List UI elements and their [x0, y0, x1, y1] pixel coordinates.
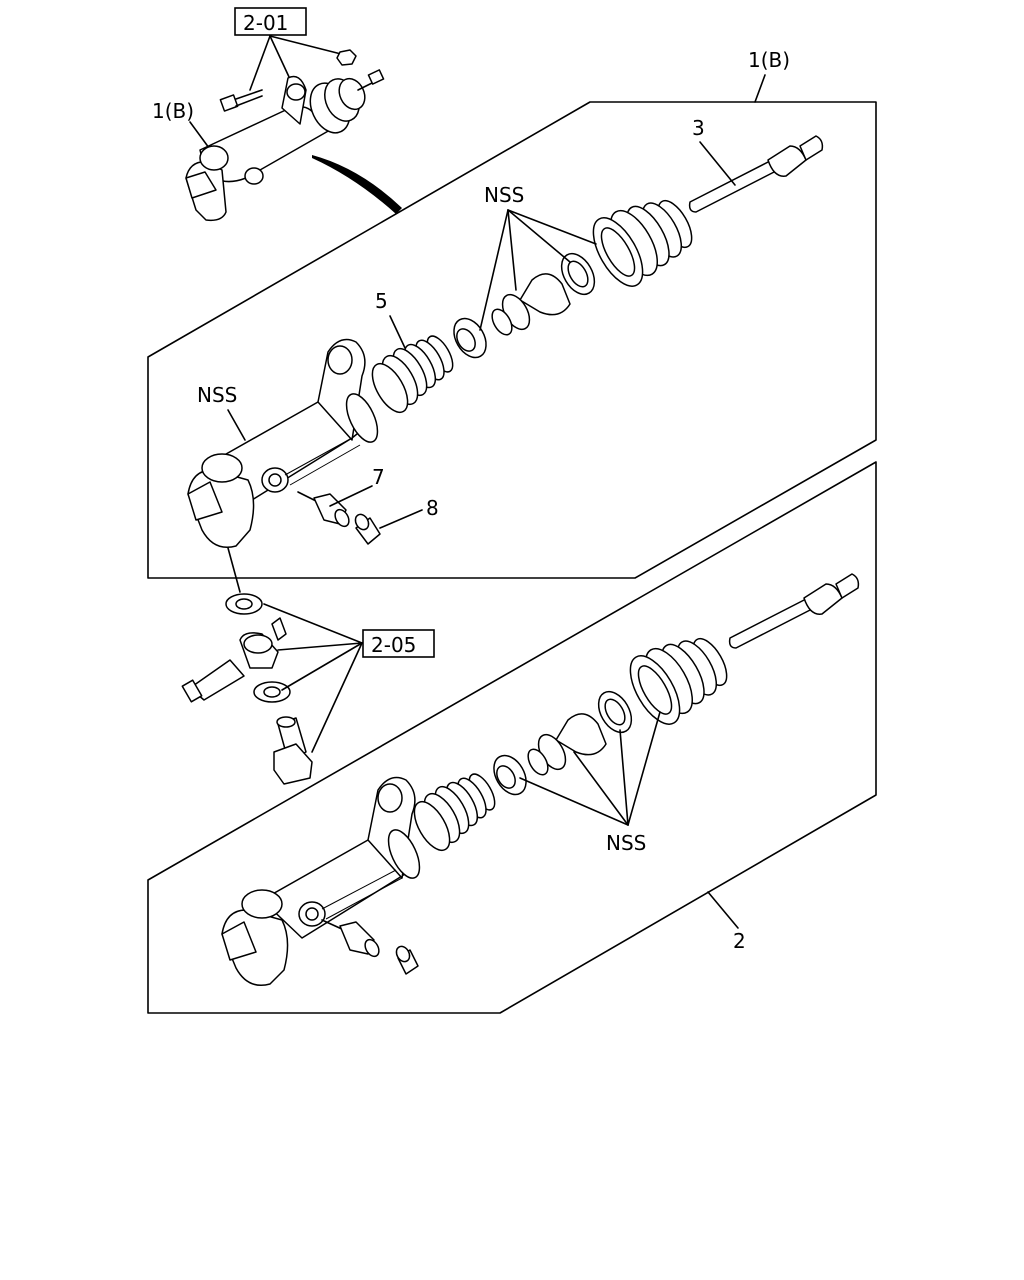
- cup-seal-lower-icon: [493, 754, 527, 796]
- bleeder-cap-icon: [354, 513, 381, 545]
- push-rod-lower-icon: [728, 573, 860, 649]
- label-part-5: 5: [375, 289, 388, 313]
- pointer-arrow: [312, 155, 402, 214]
- label-part-3: 3: [692, 116, 705, 140]
- label-nss-lower-kit: NSS: [606, 831, 646, 855]
- cup-seal-icon: [453, 317, 487, 359]
- seal-ring-icon: [560, 252, 596, 296]
- label-nss-upper-body: NSS: [197, 383, 237, 407]
- dust-boot-lower-icon: [629, 637, 728, 725]
- label-part-8: 8: [426, 496, 439, 520]
- label-1b-box: 1(B): [748, 48, 790, 72]
- slave-cylinder-small-icon: [185, 69, 385, 222]
- union-bolt-icon: [273, 716, 313, 785]
- ref-box-2-01[interactable]: [234, 7, 307, 36]
- spring-icon: [371, 335, 454, 414]
- washer-2-icon: [253, 681, 291, 703]
- bleeder-screw-lower-icon: [321, 919, 380, 958]
- dust-boot-icon: [592, 199, 693, 287]
- spring-lower-icon: [413, 773, 496, 852]
- ref-label-2-05[interactable]: 2-05: [371, 633, 416, 657]
- label-nss-upper-kit: NSS: [484, 183, 524, 207]
- fitting-parts: 2-05: [181, 547, 435, 785]
- label-part-7: 7: [372, 465, 385, 489]
- label-part-2: 2: [733, 929, 746, 953]
- panel-1b: 1(B) 3: [147, 48, 877, 579]
- bleeder-cap-lower-icon: [395, 945, 419, 975]
- piston-icon: [491, 273, 571, 336]
- push-rod-icon: [688, 135, 824, 213]
- cylinder-body-lower-icon: [221, 776, 421, 986]
- ref-box-2-05[interactable]: [362, 629, 435, 658]
- ref-label-2-01[interactable]: 2-01: [243, 11, 288, 35]
- seal-ring-lower-icon: [597, 690, 633, 734]
- bolt-icon: [219, 89, 263, 112]
- label-1b-top: 1(B): [152, 99, 194, 123]
- washer-icon: [225, 593, 263, 615]
- nut-icon: [336, 49, 357, 66]
- cylinder-body-icon: [187, 338, 379, 548]
- piston-lower-icon: [527, 713, 607, 776]
- banjo-fitting-icon: [181, 617, 287, 703]
- assembly-view-small: 2-01 1(B): [152, 7, 402, 222]
- panel-2: 2 NSS: [147, 461, 877, 1014]
- bleeder-screw-icon: [297, 491, 350, 528]
